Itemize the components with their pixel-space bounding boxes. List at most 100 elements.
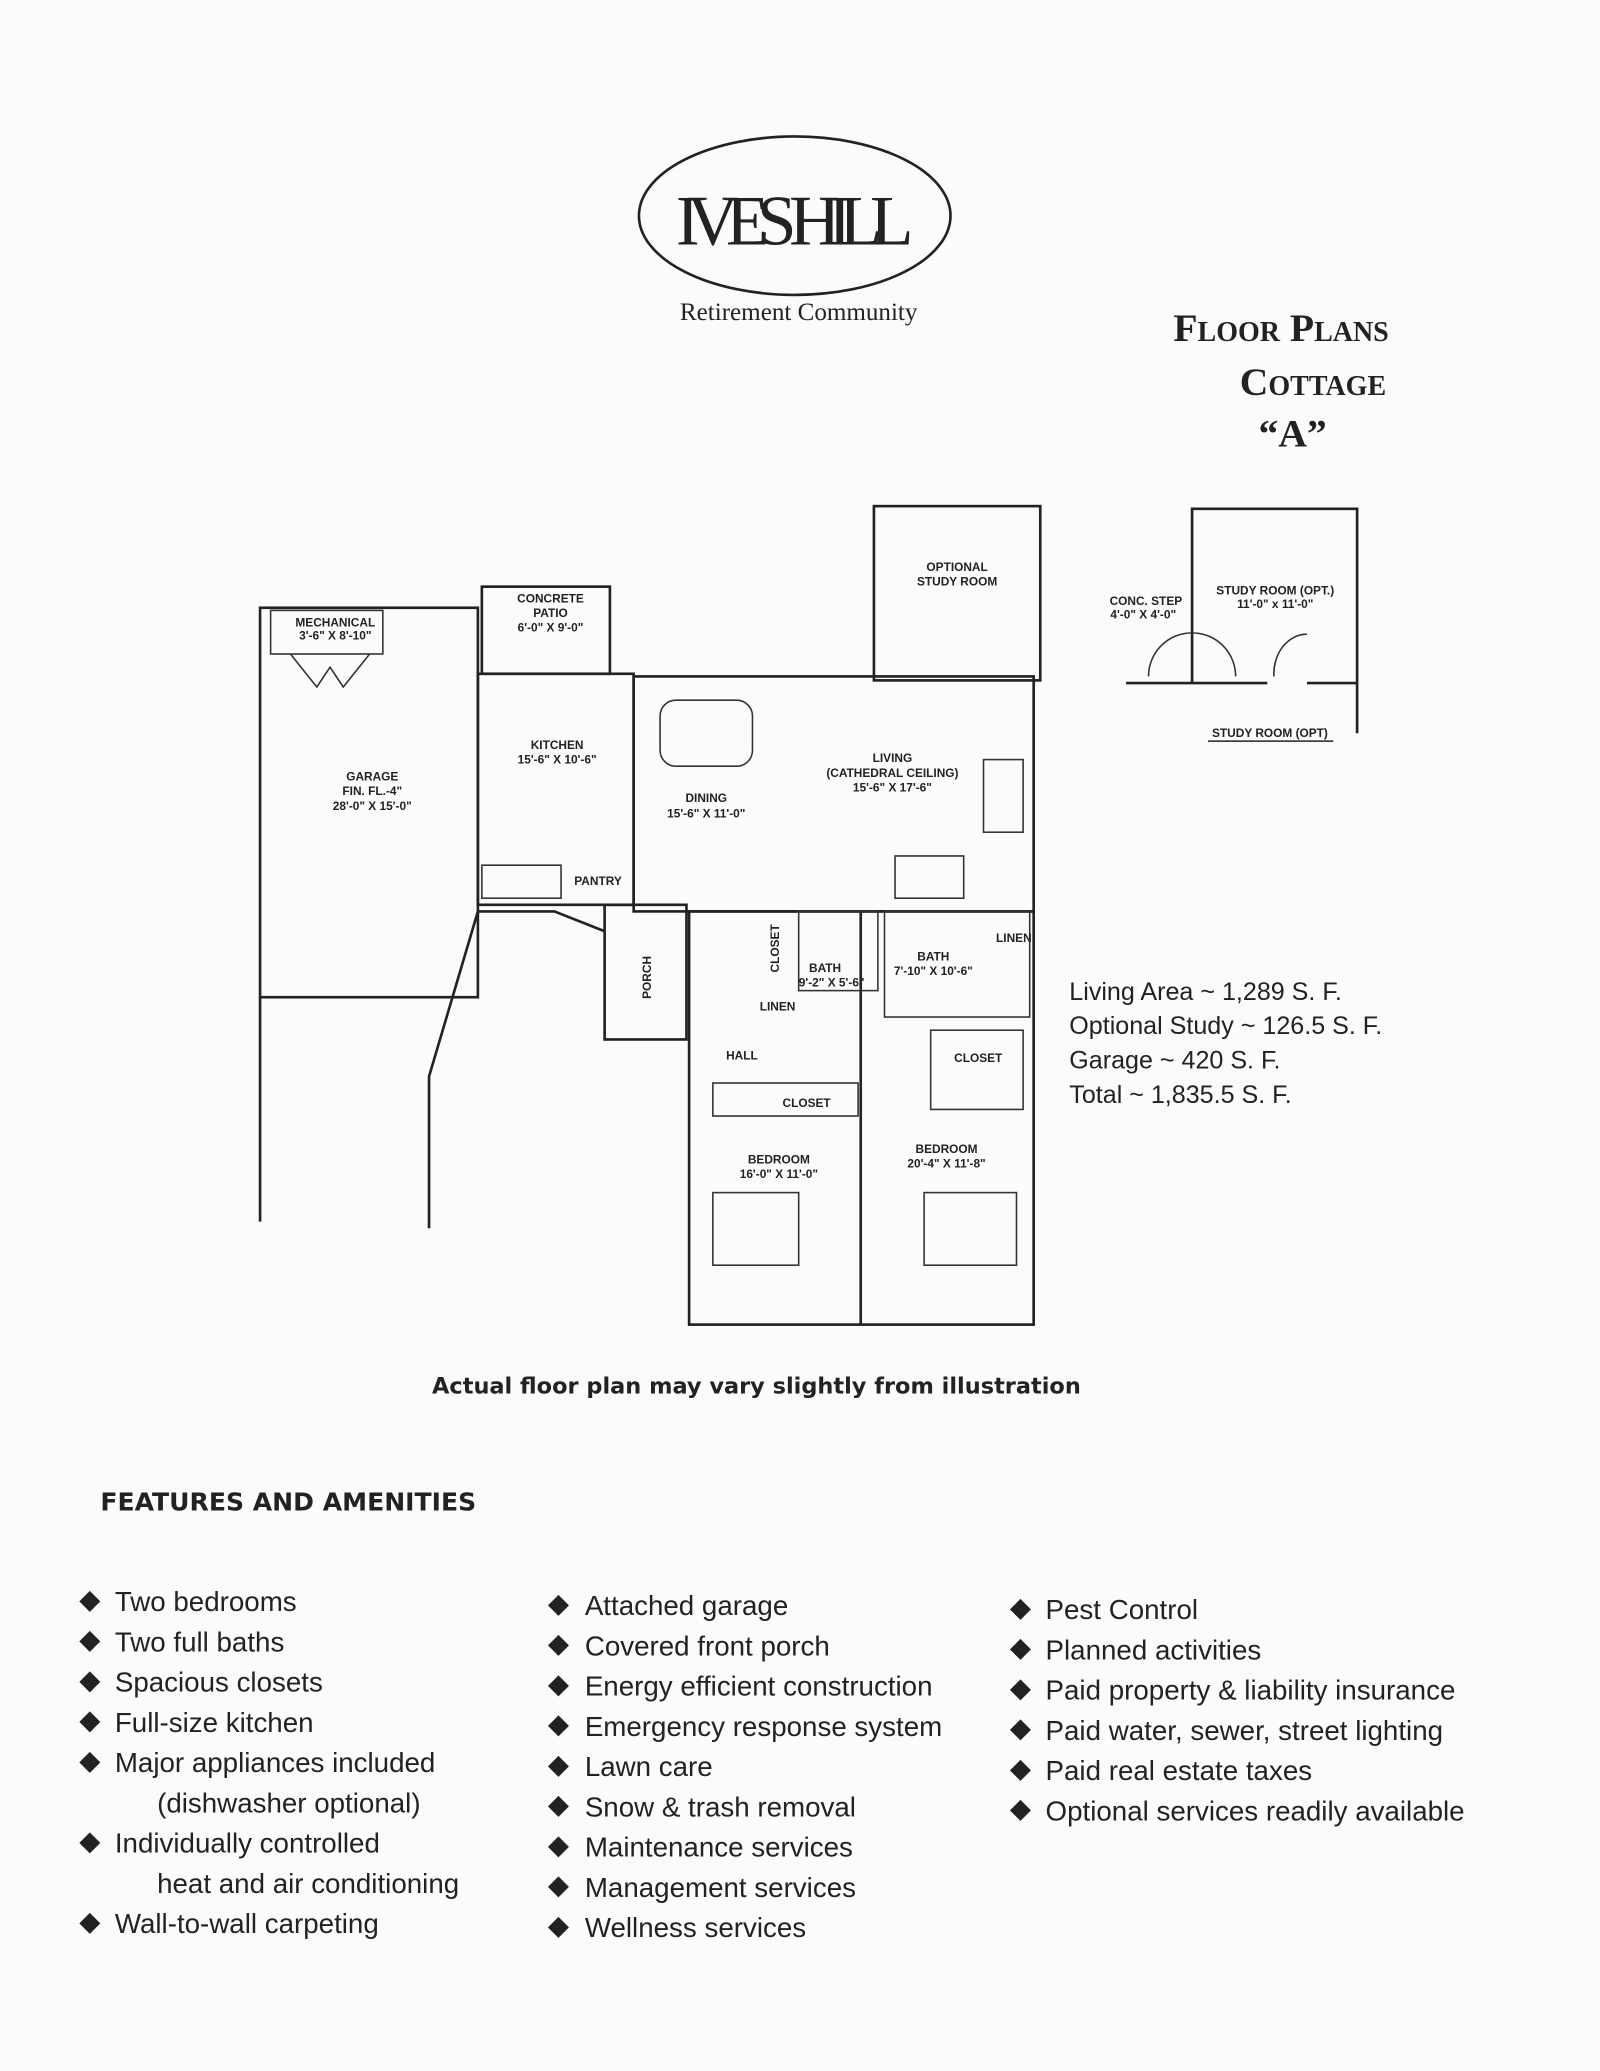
bullet-icon: ◆: [1010, 1672, 1032, 1703]
bullet-icon: ◆: [548, 1628, 570, 1659]
room-bedroom-2: BEDROOM: [916, 1142, 978, 1156]
room-living-dim: 15'-6" X 17'-6": [853, 780, 932, 794]
feature-item: Two bedrooms: [115, 1586, 297, 1617]
feature-item: (dishwasher optional): [157, 1787, 420, 1818]
feature-item: Paid real estate taxes: [1046, 1755, 1313, 1786]
feature-item: Paid property & liability insurance: [1046, 1675, 1456, 1706]
logo-name: IVES HILL: [676, 182, 914, 261]
room-porch: PORCH: [640, 956, 654, 999]
feature-item: Individually controlled: [115, 1828, 380, 1859]
room-study-2: STUDY ROOM: [917, 574, 997, 588]
bullet-icon: ◆: [79, 1906, 101, 1937]
room-mechanical-dim: 3'-6" X 8'-10": [299, 628, 371, 642]
room-pantry: PANTRY: [574, 874, 622, 888]
bullet-icon: ◆: [1010, 1591, 1032, 1622]
room-bedroom-2-dim: 20'-4" X 11'-8": [907, 1157, 985, 1171]
room-bedroom-1: BEDROOM: [748, 1153, 810, 1167]
floor-plan: [258, 504, 1042, 1326]
bullet-icon: ◆: [79, 1825, 101, 1856]
bullet-icon: ◆: [1010, 1793, 1032, 1824]
feature-item: Paid water, sewer, street lighting: [1046, 1715, 1444, 1746]
bullet-icon: ◆: [548, 1708, 570, 1739]
room-kitchen: KITCHEN: [531, 738, 584, 752]
room-study: OPTIONAL: [926, 560, 987, 574]
area-study: Optional Study ~ 126.5 S. F.: [1069, 1012, 1382, 1040]
room-living-note: (CATHEDRAL CEILING): [826, 766, 958, 780]
bullet-icon: ◆: [548, 1789, 570, 1820]
room-kitchen-dim: 15'-6" X 10'-6": [518, 753, 597, 767]
room-patio: CONCRETE: [517, 591, 584, 605]
room-garage-dim: 28'-0" X 15'-0": [333, 799, 412, 813]
logo-ellipse: [637, 135, 952, 297]
room-linen-1: LINEN: [760, 999, 796, 1013]
study-inset: [1126, 507, 1359, 742]
feature-item: Optional services readily available: [1046, 1795, 1465, 1826]
feature-item: Wellness services: [585, 1912, 806, 1943]
logo: IVES HILL Retirement Community: [637, 135, 952, 326]
bullet-icon: ◆: [548, 1910, 570, 1941]
room-closet-bed2: CLOSET: [954, 1051, 1003, 1065]
feature-item: Major appliances included: [115, 1747, 436, 1778]
bullet-icon: ◆: [548, 1869, 570, 1900]
features-list: ◆ Two bedrooms ◆ Two full baths ◆ Spacious cl…: [79, 1583, 1464, 1943]
room-linen-2: LINEN: [996, 931, 1032, 945]
inset-step: CONC. STEP: [1110, 594, 1183, 608]
room-patio-dim: 6'-0" X 9'-0": [518, 621, 584, 635]
disclaimer: Actual floor plan may vary slightly from…: [432, 1373, 1081, 1399]
inset-study: STUDY ROOM (OPT.): [1216, 584, 1334, 598]
inset-study-dim: 11'-0" x 11'-0": [1237, 597, 1313, 611]
room-living: LIVING: [873, 751, 913, 765]
feature-item: Spacious closets: [115, 1667, 323, 1698]
room-bath-2-dim: 7'-10" X 10'-6": [894, 964, 973, 978]
bullet-icon: ◆: [548, 1829, 570, 1860]
bullet-icon: ◆: [79, 1664, 101, 1695]
room-closet-hall: CLOSET: [768, 924, 782, 973]
bullet-icon: ◆: [548, 1587, 570, 1618]
room-bath-1-dim: 9'-2" X 5'-6": [799, 976, 865, 990]
title-line1: Floor Plans: [1173, 306, 1388, 350]
room-bath-1: BATH: [809, 961, 841, 975]
title-line2: Cottage: [1240, 360, 1386, 404]
room-bedroom-1-dim: 16'-0" X 11'-0": [740, 1167, 818, 1181]
inset-step-dim: 4'-0" X 4'-0": [1110, 607, 1176, 621]
feature-item: Planned activities: [1046, 1634, 1262, 1665]
area-garage: Garage ~ 420 S. F.: [1069, 1047, 1280, 1075]
features-heading: FEATURES AND AMENITIES: [100, 1488, 476, 1517]
bullet-icon: ◆: [1010, 1712, 1032, 1743]
bullet-icon: ◆: [79, 1704, 101, 1735]
feature-item: Pest Control: [1046, 1594, 1199, 1625]
feature-item: Lawn care: [585, 1751, 713, 1782]
feature-item: Attached garage: [585, 1590, 788, 1621]
bullet-icon: ◆: [79, 1583, 101, 1614]
room-garage: GARAGE: [346, 770, 398, 784]
feature-item: Emergency response system: [585, 1711, 942, 1742]
title-line3: “A”: [1259, 412, 1327, 456]
feature-item: Full-size kitchen: [115, 1707, 314, 1738]
area-total: Total ~ 1,835.5 S. F.: [1069, 1081, 1291, 1109]
bullet-icon: ◆: [79, 1744, 101, 1775]
logo-tagline: Retirement Community: [680, 299, 918, 326]
feature-item: Two full baths: [115, 1626, 284, 1657]
room-bath-2: BATH: [917, 949, 949, 963]
room-hall: HALL: [726, 1048, 758, 1062]
inset-caption: STUDY ROOM (OPT): [1212, 726, 1328, 740]
feature-item: Management services: [585, 1872, 856, 1903]
area-living: Living Area ~ 1,289 S. F.: [1069, 978, 1342, 1006]
feature-item: Covered front porch: [585, 1630, 830, 1661]
room-garage-floor: FIN. FL.-4": [342, 784, 402, 798]
bullet-icon: ◆: [548, 1748, 570, 1779]
feature-item: Maintenance services: [585, 1832, 853, 1863]
bullet-icon: ◆: [79, 1624, 101, 1655]
room-patio-2: PATIO: [533, 606, 568, 620]
bullet-icon: ◆: [1010, 1632, 1032, 1663]
bullet-icon: ◆: [548, 1668, 570, 1699]
room-dining: DINING: [685, 791, 727, 805]
room-closet-bed1: CLOSET: [783, 1096, 832, 1110]
room-mechanical: MECHANICAL: [295, 615, 375, 629]
feature-item: Wall-to-wall carpeting: [115, 1908, 379, 1939]
bullet-icon: ◆: [1010, 1752, 1032, 1783]
room-dining-dim: 15'-6" X 11'-0": [667, 807, 745, 821]
feature-item: Energy efficient construction: [585, 1671, 933, 1702]
